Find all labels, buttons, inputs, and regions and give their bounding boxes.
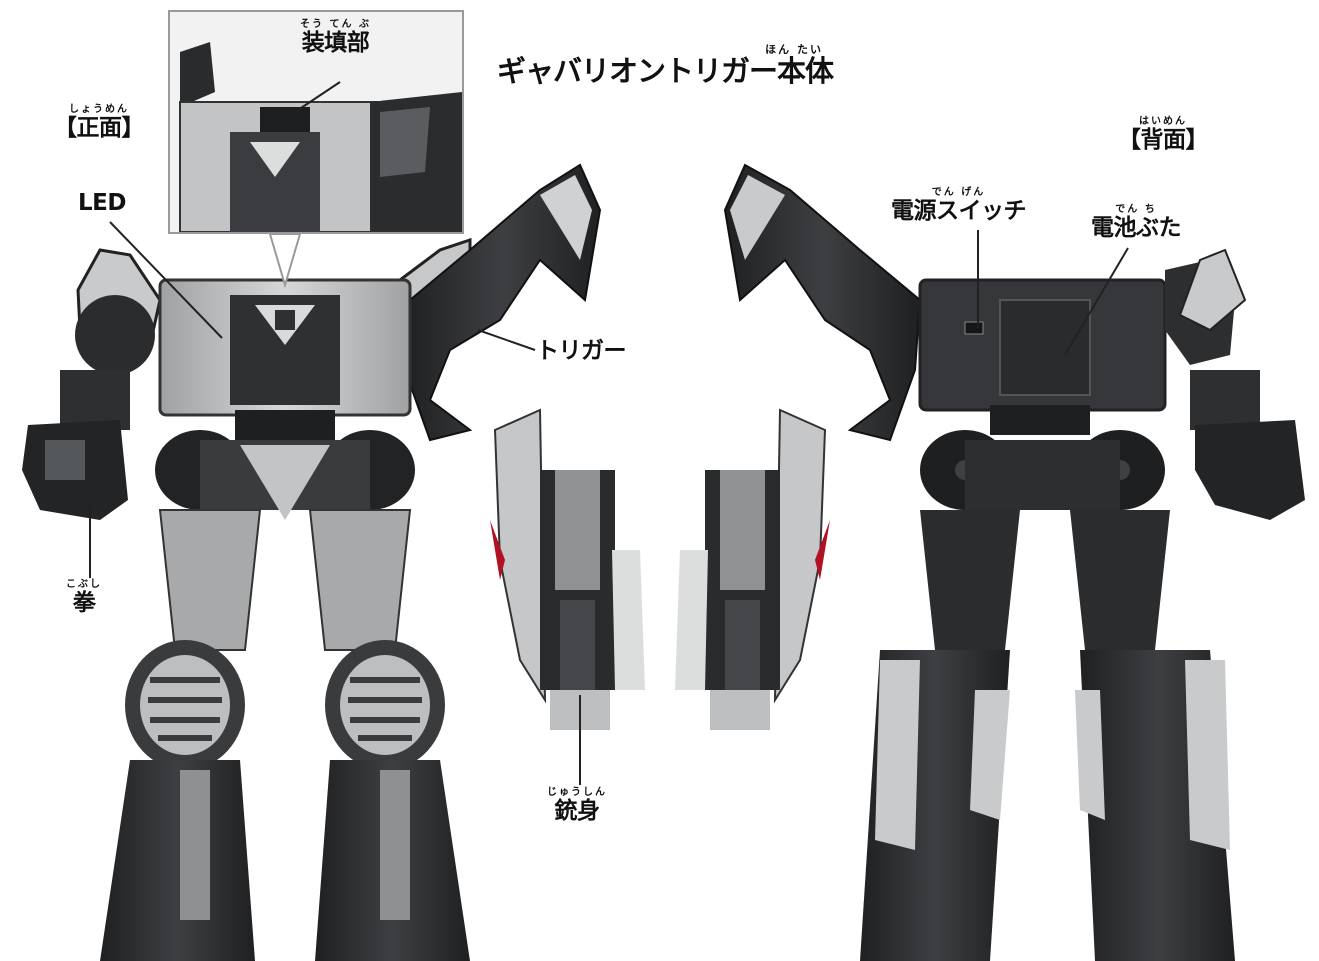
back-robot: [675, 163, 1305, 961]
battery-cover-text: 電池ぶた: [1091, 215, 1182, 241]
trigger-label: トリガー: [536, 338, 627, 364]
front-view-text: 【正面】: [54, 115, 145, 141]
front-robot: [22, 163, 645, 961]
back-view-ruby: はいめん: [1139, 116, 1187, 127]
loading-port-closeup: [170, 12, 462, 232]
inset-pointer: [268, 233, 302, 289]
leader-lines: [89, 221, 1129, 785]
battery-cover-label: でん ち 電池ぶた: [1091, 204, 1182, 241]
product-title: ほん たい ギャバリオントリガー本体: [497, 43, 834, 88]
fist-label: こぶし 拳: [66, 580, 102, 615]
led-text: LED: [78, 190, 126, 216]
power-switch-text: 電源スイッチ: [891, 198, 1027, 224]
back-view-text: 【背面】: [1118, 127, 1209, 153]
power-switch-label: でん げん 電源スイッチ: [891, 187, 1027, 224]
product-title-ruby: ほん たい: [765, 43, 824, 56]
battery-cover-ruby: でん ち: [1115, 204, 1157, 215]
front-view-ruby: しょうめん: [69, 104, 129, 115]
fist-text: 拳: [72, 590, 96, 616]
power-switch-ruby: でん げん: [931, 187, 986, 198]
back-view-heading: はいめん 【背面】: [1118, 116, 1209, 153]
trigger-text: トリガー: [536, 338, 627, 364]
product-title-text: ギャバリオントリガー本体: [497, 54, 834, 88]
barrel-label: じゅうしん 銃身: [547, 788, 607, 823]
fist-ruby: こぶし: [66, 579, 102, 590]
barrel-ruby: じゅうしん: [547, 787, 607, 798]
led-label: LED: [78, 192, 126, 215]
loading-port-text: 装填部: [301, 30, 370, 56]
loading-port-label: そう てん ぶ 装填部: [300, 20, 371, 55]
front-view-heading: しょうめん 【正面】: [54, 104, 145, 141]
barrel-text: 銃身: [554, 798, 601, 824]
loading-port-ruby: そう てん ぶ: [300, 19, 371, 30]
loading-port-inset: [168, 10, 464, 234]
